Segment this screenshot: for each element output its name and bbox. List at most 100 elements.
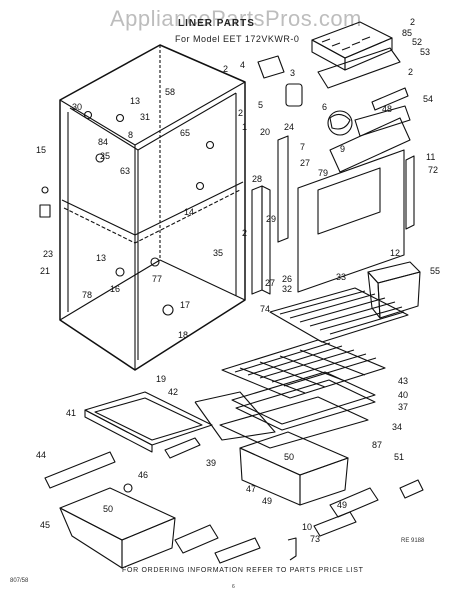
callout: 50	[284, 452, 294, 462]
callout: 24	[284, 122, 294, 132]
callout: 13	[130, 96, 140, 106]
callout: 85	[402, 28, 412, 38]
callout: 17	[180, 300, 190, 310]
callout: 27	[300, 158, 310, 168]
callout: 15	[36, 145, 46, 155]
crisper-front-49	[214, 537, 261, 564]
page-number: 6	[232, 584, 235, 590]
liner-cabinet	[59, 44, 246, 371]
callout: 11	[426, 152, 435, 162]
callout: 6	[322, 102, 327, 112]
callout: 40	[398, 390, 408, 400]
callout: 3	[290, 68, 295, 78]
callout: 2	[242, 228, 247, 238]
callout: 18	[178, 330, 188, 340]
callout: 46	[138, 470, 148, 480]
callout: 58	[165, 87, 175, 97]
callout: 72	[428, 165, 438, 175]
crisper-front-49b	[313, 511, 357, 537]
callout: 7	[300, 142, 305, 152]
callout: 9	[340, 144, 345, 154]
rail-53	[371, 87, 409, 111]
callout: 42	[168, 387, 178, 397]
callout: 2	[238, 108, 243, 118]
document-code: 807/58	[10, 578, 29, 584]
callout: 74	[260, 304, 270, 314]
callout: 13	[96, 253, 106, 263]
strip-44	[44, 451, 116, 489]
callout: 10	[302, 522, 312, 532]
callout: 21	[40, 266, 50, 276]
callout: 52	[412, 37, 422, 47]
callout: 29	[266, 214, 276, 224]
callout: 35	[213, 248, 223, 258]
wire-shelf-top	[269, 287, 409, 343]
meat-drawer-45	[59, 487, 176, 569]
crisper-drawer-87	[239, 431, 349, 506]
callout: 54	[423, 94, 433, 104]
callout: 84	[98, 137, 108, 147]
crisper-front-51a	[329, 487, 379, 518]
crisper-front-51b	[399, 479, 424, 499]
callout: 14	[184, 207, 194, 217]
ice-tray-assembly	[311, 21, 401, 89]
callout: 43	[398, 376, 408, 386]
callout: 87	[372, 440, 382, 450]
callout: 65	[180, 128, 190, 138]
callout: 49	[337, 500, 347, 510]
callout: 37	[398, 402, 408, 412]
callout: 49	[262, 496, 272, 506]
rear-panel	[297, 149, 405, 293]
strip-39	[164, 437, 201, 459]
callout: 63	[120, 166, 130, 176]
callout: 31	[140, 112, 150, 122]
callout: 23	[43, 249, 53, 259]
callout: 4	[240, 60, 245, 70]
callout: 79	[318, 168, 328, 178]
callout: 2	[223, 64, 228, 74]
callout: 28	[252, 174, 262, 184]
glass-shelf-34	[219, 396, 369, 449]
callout: 27	[265, 278, 275, 288]
callout: 73	[310, 534, 320, 544]
callout: 1	[242, 122, 247, 132]
callout: 51	[394, 452, 404, 462]
callout-labels: 85 2 52 53 2 4 3 2 5 48 6 54 30 58 13 31…	[36, 17, 440, 544]
crisper-front-47	[174, 524, 219, 554]
wire-shelf-lower	[221, 339, 386, 399]
callout: 48	[382, 104, 392, 114]
watermark: AppliancePartsPros.com	[110, 6, 362, 31]
callout: 26	[282, 274, 292, 284]
ordering-note: FOR ORDERING INFORMATION REFER TO PARTS …	[122, 567, 364, 574]
callout: 39	[206, 458, 216, 468]
bracket-10	[287, 537, 297, 561]
callout: 8	[128, 130, 133, 140]
callout: 32	[282, 284, 292, 294]
callout: 34	[392, 422, 402, 432]
rail-28	[251, 185, 263, 295]
callout: 55	[430, 266, 440, 276]
callout: 77	[152, 274, 162, 284]
callout: 19	[156, 374, 166, 384]
crisper-cover	[231, 371, 376, 425]
reference-code: RE 9188	[401, 538, 425, 544]
strip-72	[405, 155, 415, 230]
clip-46	[123, 483, 133, 493]
callout: 53	[420, 47, 430, 57]
rail-24	[277, 135, 289, 243]
callout: 16	[110, 284, 120, 294]
callout: 44	[36, 450, 46, 460]
evaporator-fan-assembly	[327, 105, 411, 173]
light-lens	[285, 83, 303, 107]
callout: 33	[336, 272, 346, 282]
callout: 78	[82, 290, 92, 300]
callout: 47	[246, 484, 256, 494]
light-housing	[257, 55, 285, 79]
callout: 50	[103, 504, 113, 514]
callout: 20	[260, 127, 270, 137]
callout: 2	[410, 17, 415, 27]
callout: 45	[40, 520, 50, 530]
diagram-title: LINER PARTS	[178, 18, 255, 29]
glass-shelf-41	[84, 391, 213, 453]
model-subtitle: For Model EET 172VKWR-0	[175, 34, 300, 44]
